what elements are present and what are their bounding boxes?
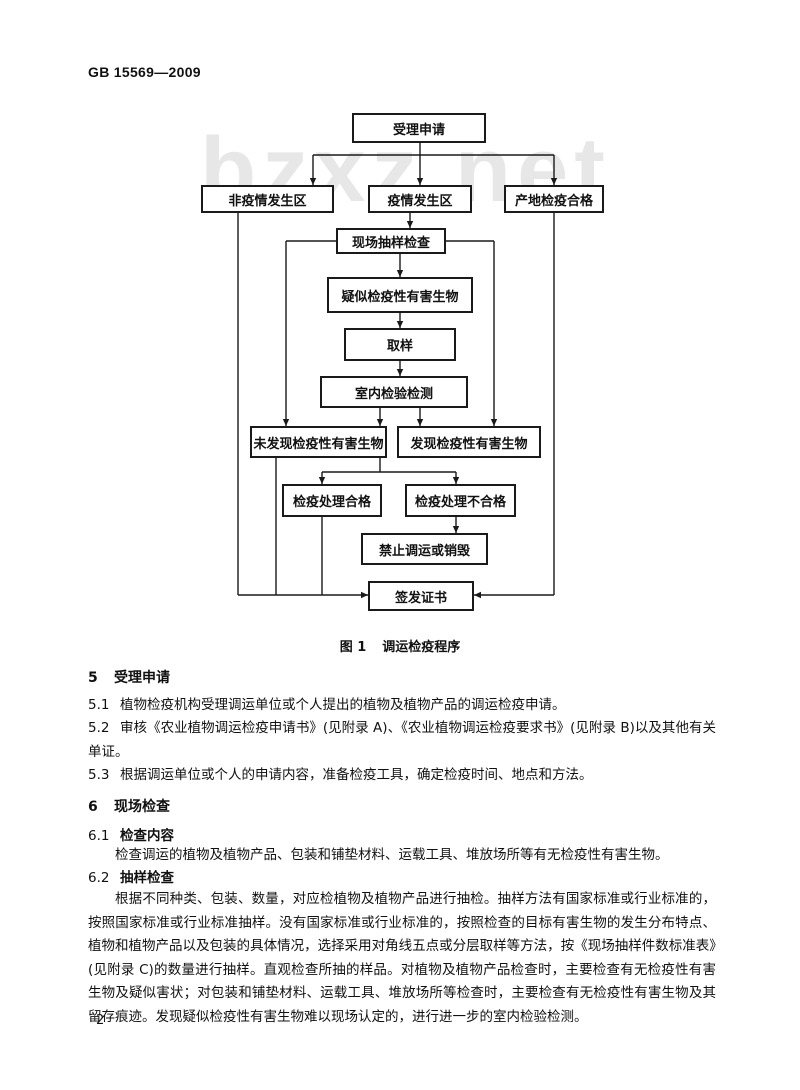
flow-box-treatment-failed: 检疫处理不合格 (405, 484, 516, 517)
flow-box-origin-quarantine-passed: 产地检疫合格 (504, 185, 604, 213)
standard-code-header: GB 15569—2009 (88, 64, 201, 80)
flow-box-pest-not-found: 未发现检疫性有害生物 (250, 426, 387, 458)
clause-6-1-text: 检查调运的植物及植物产品、包装和铺垫材料、运载工具、堆放场所等有无检疫性有害生物… (115, 847, 669, 863)
page-number: 2 (96, 1013, 105, 1028)
flow-box-accept-application: 受理申请 (352, 113, 486, 143)
clause-6-2-text: 根据不同种类、包装、数量，对应检植物及植物产品进行抽检。抽样方法有国家标准或行业… (88, 891, 716, 1025)
flow-box-onsite-sampling: 现场抽样检查 (336, 228, 446, 254)
flow-box-suspected-pest: 疑似检疫性有害生物 (327, 277, 473, 313)
flow-box-pest-found: 发现检疫性有害生物 (397, 426, 541, 458)
flow-box-treatment-passed: 检疫处理合格 (282, 484, 382, 517)
figure-number: 图 1 (339, 640, 367, 655)
figure-title: 调运检疫程序 (382, 640, 461, 655)
flow-box-prohibit-transport: 禁止调运或销毁 (361, 533, 488, 565)
flow-box-issue-certificate: 签发证书 (368, 581, 474, 611)
flow-box-sampling: 取样 (344, 328, 456, 361)
flow-box-lab-testing: 室内检验检测 (320, 376, 468, 408)
figure-caption: 图 1 调运检疫程序 (0, 636, 800, 655)
flow-box-epidemic-area: 疫情发生区 (368, 185, 472, 213)
flowchart-connectors (237, 143, 558, 599)
flow-box-non-epidemic-area: 非疫情发生区 (201, 185, 334, 213)
